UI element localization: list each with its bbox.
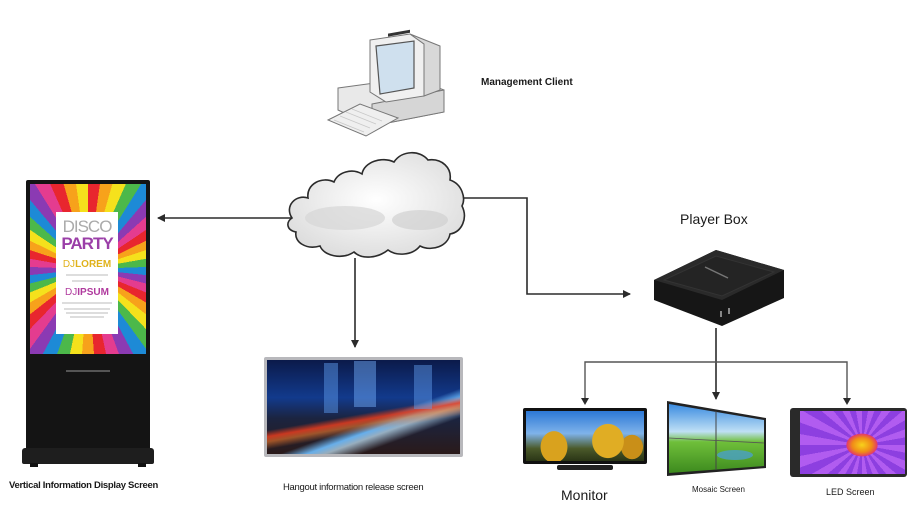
arrow-head-monitor — [581, 398, 589, 405]
led-screen-display — [800, 411, 905, 474]
kiosk-brand-mark — [66, 370, 110, 372]
led-screen-label: LED Screen — [826, 487, 875, 497]
building-2 — [354, 361, 376, 407]
building-3 — [414, 365, 432, 409]
desktop-computer-icon — [326, 29, 445, 137]
video-wall-icon — [667, 401, 766, 476]
kiosk-base — [22, 448, 154, 464]
led-screen-node[interactable] — [790, 408, 907, 477]
monitor-stand — [557, 465, 613, 470]
poster-card: DISCO PARTY DJLOREM DJIPSUM — [56, 212, 118, 334]
building-1 — [324, 363, 338, 413]
management-client-label: Management Client — [481, 77, 573, 88]
arrow-head-led — [843, 398, 851, 405]
vertical-display-node[interactable]: DISCO PARTY DJLOREM DJIPSUM — [22, 180, 154, 468]
vertical-display-label: Vertical Information Display Screen — [9, 480, 158, 491]
monitor-node[interactable] — [523, 408, 647, 472]
edge-cloud-to-player-box — [464, 197, 631, 298]
kiosk-foot-right — [138, 463, 146, 467]
poster-dj1: LOREM — [75, 259, 112, 270]
mosaic-screen-label: Mosaic Screen — [692, 485, 745, 494]
kiosk-foot-left — [30, 463, 38, 467]
monitor-screen — [526, 411, 644, 461]
poster-dj2-prefix: DJ — [65, 287, 78, 298]
wide-display-icon — [267, 360, 460, 454]
media-player-box-icon — [654, 250, 784, 326]
monitor-label: Monitor — [561, 487, 608, 503]
poster-title-line1: DISCO — [62, 217, 113, 236]
hangout-screen-node[interactable] — [264, 357, 463, 457]
hangout-screen-label: Hangout information release screen — [283, 482, 424, 493]
edge-player-box-branch — [584, 361, 848, 401]
poster-dj1-prefix: DJ — [62, 259, 76, 270]
poster-title-line2: PARTY — [61, 234, 113, 253]
poster-dj2: IPSUM — [77, 287, 109, 298]
cloud-icon — [287, 151, 466, 258]
player-box-label: Player Box — [680, 211, 748, 227]
